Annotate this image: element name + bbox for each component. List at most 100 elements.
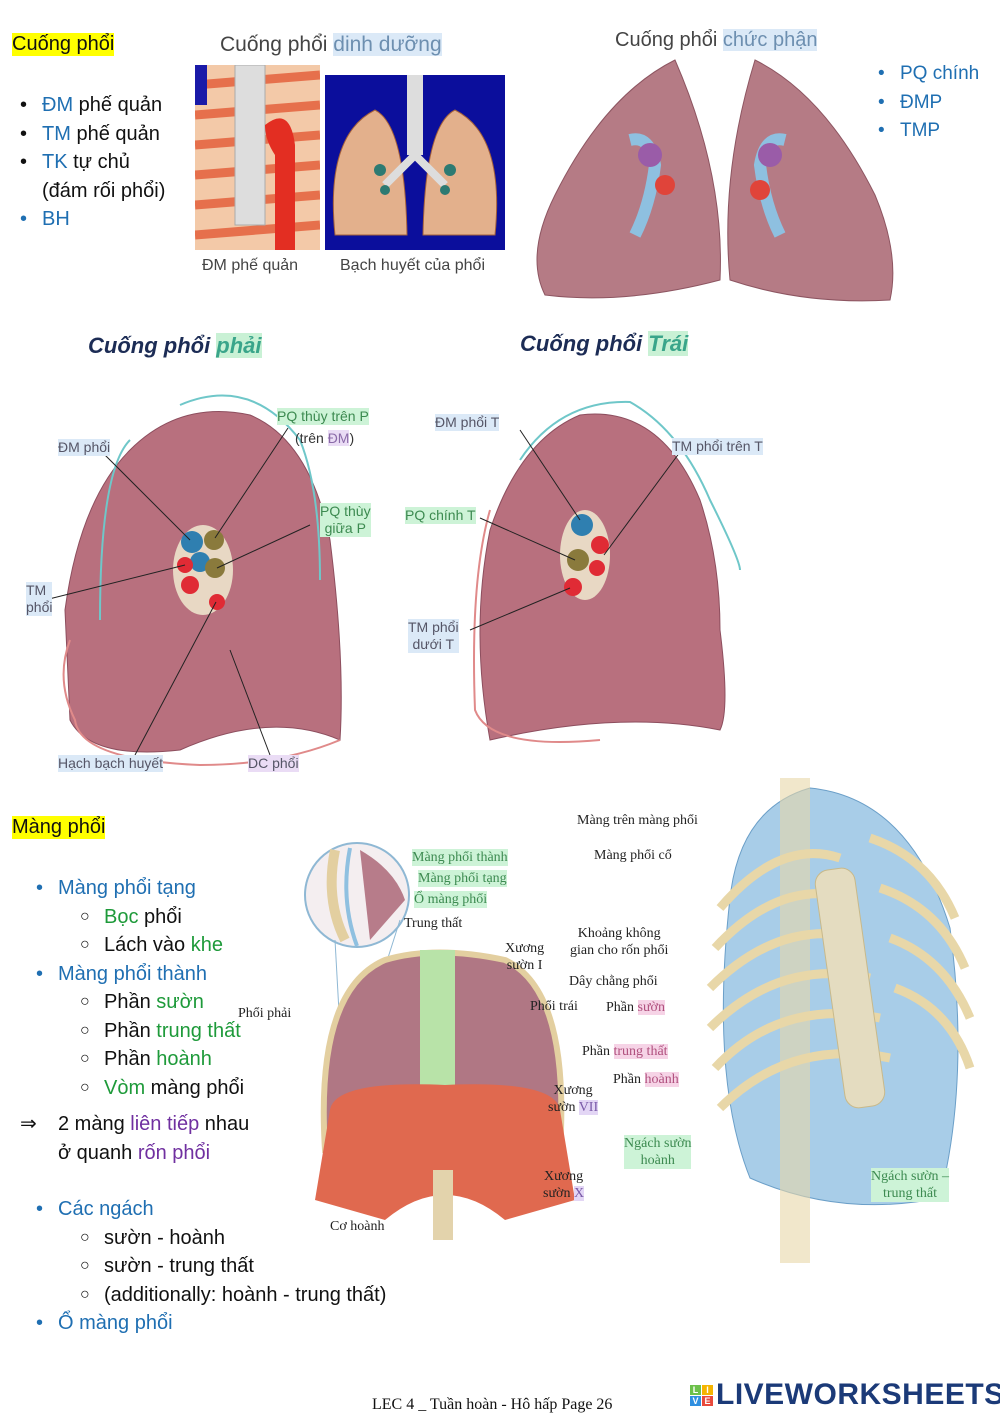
lung-hilum-pair-image: [536, 59, 894, 302]
text: Phần: [104, 991, 157, 1013]
logo-letter: I: [702, 1384, 713, 1395]
text: Phần: [582, 1044, 614, 1059]
label-xuong-suon-1: Xương sườn I: [505, 940, 544, 974]
title-highlight: chức phận: [722, 29, 818, 51]
text: Màng phổi tạng: [58, 877, 196, 899]
label-phoi-phai: Phổi phải: [238, 1006, 292, 1021]
function-title: Cuống phổi chức phận: [615, 29, 818, 52]
section-heading-mang-phoi: Màng phổi: [12, 816, 106, 839]
text: giữa P: [324, 520, 366, 536]
list-item: ĐMP: [878, 89, 979, 118]
list-subitem: Phần sườn: [36, 988, 244, 1017]
text: Ngách sườn –: [871, 1169, 949, 1184]
text: TM: [26, 582, 47, 598]
list-subitem: sườn - hoành: [36, 1224, 386, 1253]
text: Xương: [505, 941, 545, 956]
page-footer: LEC 4 _ Tuần hoàn - Hô hấp Page 26: [372, 1396, 613, 1413]
text: Xương: [553, 1083, 593, 1098]
title-text: Cuống phổi: [220, 33, 334, 56]
text: Xương: [543, 1169, 584, 1184]
text: trung thất: [156, 1019, 241, 1042]
text: rốn phổi: [137, 1142, 211, 1164]
label-phan-hoanh: Phần hoành: [613, 1071, 679, 1088]
text: liên tiếp: [130, 1113, 200, 1135]
label-co-hoanh: Cơ hoành: [330, 1219, 385, 1234]
liveworksheets-logo: L I V E LIVEWORKSHEETS: [690, 1378, 1000, 1412]
text: sườn I: [506, 958, 543, 973]
logo-letter: L: [690, 1384, 701, 1395]
title-text: Cuống phổi: [520, 331, 649, 356]
text: Khoảng không: [577, 926, 661, 941]
text: TM phổi: [408, 619, 459, 635]
text: Ngách sườn: [624, 1136, 692, 1151]
text: Phần: [613, 1072, 645, 1087]
label-pq-thuy-tren: PQ thùy trên P: [277, 408, 369, 425]
text: nhau: [199, 1113, 250, 1135]
list-item-continued: (đám rối phổi): [20, 177, 165, 206]
label-phan-suon: Phần sườn: [606, 999, 665, 1016]
list-subitem: (additionally: hoành - trung thất): [36, 1281, 386, 1310]
list-item: Màng phổi thành: [36, 960, 244, 989]
text: phế quản: [70, 122, 160, 145]
implies-arrow-icon: ⇒: [20, 1113, 37, 1135]
text: (trên: [295, 430, 328, 446]
list-item: Các ngách: [36, 1195, 386, 1224]
label-dm-phoi: ĐM phổi: [58, 439, 111, 456]
text: (đám rối phổi): [42, 179, 166, 202]
list-item: ĐM phế quản: [20, 91, 165, 120]
list-subitem: sườn - trung thất: [36, 1252, 386, 1281]
right-hilum-title: Cuống phổi phải: [88, 333, 262, 359]
label-tm-phoi-tren-t: TM phổi trên T: [672, 438, 763, 455]
lung-hilum-diagrams: [44, 394, 741, 767]
label-phoi-trai: Phổi trái: [530, 999, 578, 1014]
label-hach-bach-huyet: Hạch bạch huyết: [58, 755, 164, 772]
label-mang-phoi-tang: Màng phổi tạng: [418, 870, 507, 887]
list-subitem: Phần hoành: [36, 1045, 244, 1074]
text: sườn: [156, 991, 204, 1013]
label-dc-phoi: DC phổi: [248, 755, 299, 772]
text: khe: [190, 934, 223, 956]
recess-list: Các ngách sườn - hoành sườn - trung thất…: [36, 1195, 386, 1338]
list-item: TMP: [878, 117, 979, 146]
abbr: TK: [42, 151, 68, 173]
title-text: Cuống phổi: [615, 29, 723, 51]
lung-lymphatics-image: [325, 75, 505, 250]
conclusion: ⇒ 2 màng liên tiếp nhau ở quanh rốn phổi: [20, 1110, 249, 1164]
list-subitem: Vòm màng phổi: [36, 1074, 244, 1103]
text: 2 màng: [58, 1113, 131, 1135]
function-list: PQ chính ĐMP TMP: [878, 60, 979, 146]
mang-phoi-list: Màng phổi tạng Bọc phổi Lách vào khe Màn…: [36, 874, 244, 1102]
text: PQ thùy: [320, 503, 371, 519]
list-item: TM phế quản: [20, 120, 165, 149]
bronchial-artery-image: [195, 65, 320, 250]
text: sườn: [637, 1000, 665, 1015]
text: sườn: [543, 1186, 574, 1201]
text: Phần: [104, 1019, 157, 1042]
text: Phần: [104, 1048, 157, 1070]
label-trung-that: Trung thất: [404, 916, 463, 931]
abbr: TM: [42, 122, 71, 145]
rib-cage-pleura-image: [706, 778, 975, 1263]
text: tự chủ: [67, 151, 130, 173]
text: Màng phổi thành: [58, 962, 208, 985]
title-highlight: phải: [216, 333, 262, 358]
thorax-section-image: [304, 842, 575, 1240]
text: hoành: [156, 1048, 212, 1070]
left-hilum-title: Cuống phổi Trái: [520, 331, 689, 357]
text: phổi: [138, 905, 182, 928]
caption-lymphatics: Bạch huyết của phổi: [340, 257, 485, 274]
list-item: TK tự chủ: [20, 148, 165, 177]
label-o-mang-phoi: Ổ màng phổi: [414, 891, 488, 908]
text: dưới T: [412, 636, 455, 652]
text: sườn: [548, 1100, 579, 1115]
caption-bronchial-artery: ĐM phế quản: [202, 257, 299, 274]
label-pq-chinh-t: PQ chính T: [405, 507, 476, 524]
list-subitem: Lách vào khe: [36, 931, 244, 960]
abbr: BH: [42, 208, 70, 230]
list-item: PQ chính: [878, 60, 979, 89]
label-phan-trung-that: Phần trung thất: [582, 1043, 668, 1060]
